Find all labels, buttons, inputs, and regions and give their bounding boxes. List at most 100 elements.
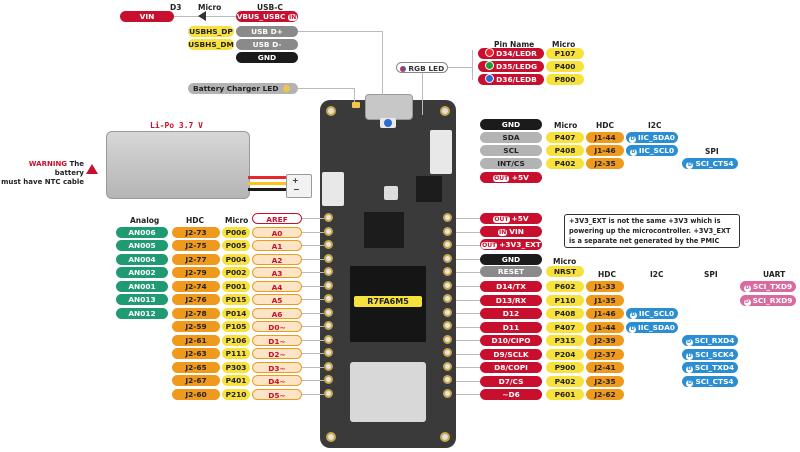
peripheral-icon: D — [629, 136, 637, 143]
power-tag: OUT — [481, 242, 498, 249]
board-pin-9: D1~ — [252, 335, 302, 346]
left-micro-6: P015 — [222, 294, 250, 305]
right-hdc-4: J2-39 — [586, 335, 624, 346]
qwiic-pin-2: INT/CS — [480, 158, 542, 169]
battery-voltage-label: Li-Po 3.7 V — [150, 121, 203, 130]
pin-line — [302, 272, 324, 273]
left-micro-11: P303 — [222, 362, 250, 373]
pin-line — [302, 232, 324, 233]
left-micro-3: P004 — [222, 254, 250, 265]
qwiic-pin-0: SDA — [480, 132, 542, 143]
left-hdc-2: J2-75 — [172, 240, 220, 251]
pin-line — [456, 367, 480, 368]
battery-wire — [248, 188, 286, 191]
pin-line — [302, 340, 324, 341]
pin-line — [302, 380, 324, 381]
rgb-to-board — [422, 73, 423, 115]
rgb-pin-0: D34/LEDR — [478, 48, 544, 59]
qwiic-gnd-label: GND — [480, 119, 542, 130]
analog-1: AN006 — [116, 227, 168, 238]
left-micro-10: P111 — [222, 348, 250, 359]
rgb-pin-name: D35/LEDG — [495, 62, 538, 71]
peripheral-icon: D — [685, 366, 693, 373]
pin-pad — [324, 240, 333, 249]
pin-line — [302, 218, 324, 219]
warning-icon — [86, 164, 98, 174]
pin-line — [302, 313, 324, 314]
usb-c-connector — [365, 94, 413, 120]
pin-pad — [324, 348, 333, 357]
right-pin-2: D12 — [480, 308, 542, 319]
warning-text-1: The battery — [54, 160, 84, 177]
pin-pad — [443, 308, 452, 317]
pin-line — [456, 259, 480, 260]
pin-pad — [324, 267, 333, 276]
peripheral-icon: D — [686, 353, 694, 360]
pin-pad — [324, 335, 333, 344]
ext-power-note: +3V3_EXT is not the same +3V3 which is p… — [564, 214, 740, 248]
qwiic-micro-1: P408 — [546, 145, 584, 156]
right-hdc-5: J2-37 — [586, 349, 624, 360]
right-micro-5: P204 — [546, 349, 584, 360]
left-micro-13: P210 — [222, 389, 250, 400]
right-spi-6-text: SCI_TXD4 — [694, 363, 735, 372]
mounting-hole — [440, 432, 450, 442]
wifi-module — [350, 362, 426, 422]
pin-pad — [324, 389, 333, 398]
right-pin-8: ~D6 — [480, 389, 542, 400]
rgb-indicator-icon — [399, 66, 406, 72]
nrst-label: NRST — [546, 266, 584, 277]
left-hdc-5: J2-74 — [172, 281, 220, 292]
peripheral-icon: D — [686, 380, 694, 387]
qwiic-spi-2-text: SCI_CTS4 — [695, 159, 734, 168]
usb-dminus-label: USB D- — [236, 39, 298, 50]
pin-pad — [443, 348, 452, 357]
pin-pad — [324, 308, 333, 317]
rgb-micro-header: Micro — [552, 40, 576, 49]
analog-header: Analog — [130, 216, 160, 225]
right-hdc-header: HDC — [598, 270, 617, 279]
peripheral-icon: D — [629, 149, 637, 156]
mounting-hole — [326, 106, 336, 116]
right-uart-1-text: SCI_RXD9 — [752, 296, 793, 305]
right-i2c-2-text: IIC_SCL0 — [638, 309, 675, 318]
pin-line — [302, 367, 324, 368]
usb-dplus-label: USB D+ — [236, 26, 298, 37]
board-pin-8: D0~ — [252, 321, 302, 332]
pin-pad — [443, 213, 452, 222]
right-i2c-3-text: IIC_SDA0 — [638, 323, 675, 332]
pin-line — [456, 354, 480, 355]
diode-icon — [198, 11, 206, 21]
qwiic-micro-header: Micro — [554, 121, 578, 130]
analog-5: AN001 — [116, 281, 168, 292]
pmic-chip — [364, 212, 404, 248]
usb-gnd-label: GND — [236, 52, 298, 63]
pin-line — [456, 327, 480, 328]
left-micro-4: P002 — [222, 267, 250, 278]
right-pin-6: D8/COPI — [480, 362, 542, 373]
rgb-led-label: RGB LED — [396, 62, 448, 73]
battery-warning: WARNING The battery must have NTC cable — [0, 160, 84, 187]
right-power-0: OUT+5V — [480, 213, 542, 224]
pin-line — [302, 394, 324, 395]
reset-button — [384, 186, 398, 200]
qwiic-i2c-header: I2C — [648, 121, 662, 130]
note-line-3: is a separate net generated by the PMIC — [569, 237, 720, 245]
qwiic-hdc-2: J2-35 — [586, 158, 624, 169]
power-text: +3V3_EXT — [499, 240, 541, 249]
right-pin-4: D10/CIPO — [480, 335, 542, 346]
qwiic-pin-1: SCL — [480, 145, 542, 156]
qwiic-hdc-1: J1-46 — [586, 145, 624, 156]
board: R7FA6M5 — [320, 94, 456, 448]
peripheral-icon: D — [743, 285, 751, 292]
pin-line — [456, 381, 480, 382]
warning-text-2: must have NTC cable — [1, 178, 84, 186]
flash-chip — [416, 176, 442, 202]
warning-title: WARNING — [28, 160, 68, 168]
mcu-label: R7FA6M5 — [354, 296, 422, 307]
pin-line — [456, 218, 480, 219]
pin-line — [456, 300, 480, 301]
